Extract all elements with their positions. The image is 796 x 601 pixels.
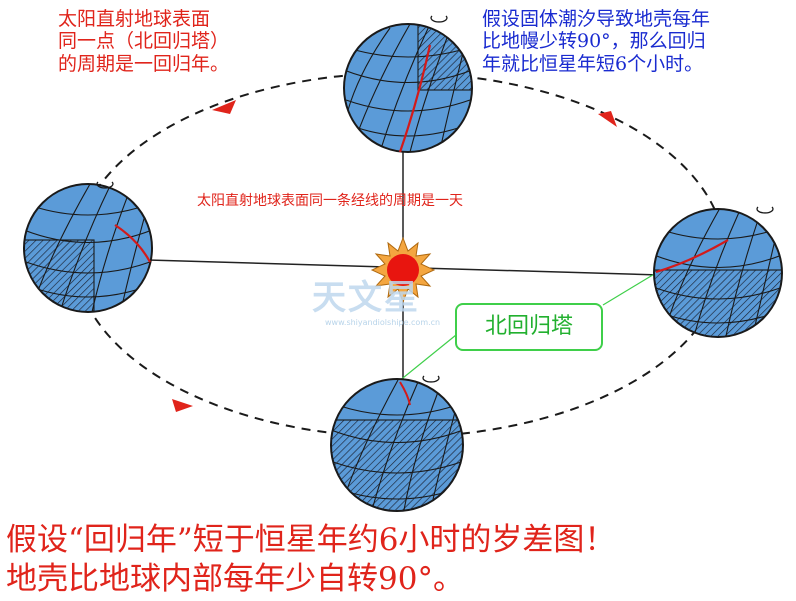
bottom-caption-line1: 假设“回归年”短于恒星年约6小时的岁差图！ xyxy=(6,522,616,558)
sun-icon xyxy=(370,236,436,304)
tower-pointer-right xyxy=(602,272,657,306)
bottom-caption-line2: 地壳比地球内部每年少自转90°。 xyxy=(6,561,464,597)
earth-globe-right xyxy=(653,208,783,338)
note-crust-rotation: 假设固体潮汐导致地壳每年 比地幔少转90°，那么回归 年就比恒星年短6个小时。 xyxy=(482,8,711,75)
orbit-direction-arrow-icon xyxy=(212,100,236,114)
center-caption: 太阳直射地球表面同一条经线的周期是一天 xyxy=(197,193,463,209)
earth-globe-left xyxy=(23,183,153,313)
orbit-direction-arrow-icon xyxy=(172,399,193,412)
earth-globe-bottom xyxy=(330,378,464,512)
meridian-line xyxy=(655,239,729,274)
orbit-direction-arrow-icon xyxy=(598,111,617,127)
meridian-line xyxy=(114,224,151,263)
meridian-line xyxy=(399,381,411,406)
rotation-arrow-icon xyxy=(96,15,774,383)
meridian-line xyxy=(398,44,432,153)
note-tropical-year: 太阳直射地球表面 同一点（北回归塔） 的周期是一回归年。 xyxy=(58,8,230,75)
tower-label: 北回归塔 xyxy=(455,303,603,351)
watermark-url: www.shiyandiolshipe.com.cn xyxy=(325,318,441,327)
watermark: 天文星 xyxy=(312,278,420,318)
tower-pointer-bottom xyxy=(397,334,457,383)
earth-globe-top xyxy=(343,23,473,153)
